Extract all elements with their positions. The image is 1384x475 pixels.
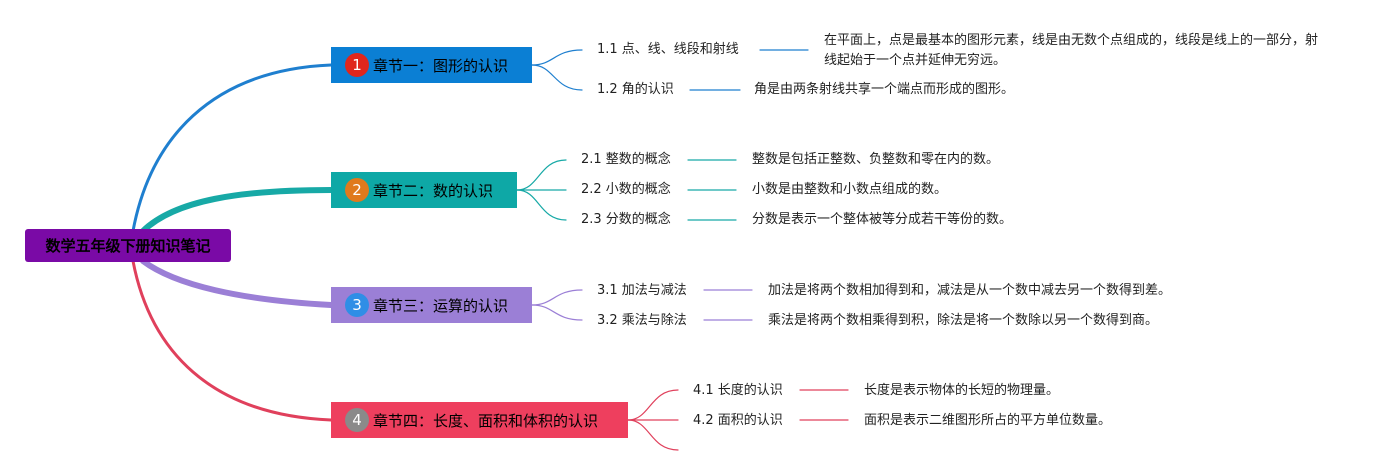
topic-2-1-description: 整数是包括正整数、负整数和零在内的数。 — [752, 152, 1000, 167]
topic-connector — [516, 189, 567, 221]
chapter-connector-3 — [140, 258, 334, 308]
chapter-number-badge: 1 — [345, 53, 369, 77]
root-title: 数学五年级下册知识笔记 — [45, 237, 211, 255]
topic-1-1-description: 在平面上，点是最基本的图形元素，线是由无数个点组成的，线段是线上的一部分，射线起… — [824, 33, 1319, 68]
topic-connector — [516, 159, 567, 191]
topic-3-1[interactable]: 3.1 加法与减法 — [597, 283, 687, 298]
chapter-title: 章节三：运算的认识 — [373, 296, 509, 315]
topic-connector — [531, 289, 583, 306]
chapter-number-badge: 3 — [345, 293, 369, 317]
topic-4-2-description: 面积是表示二维图形所占的平方单位数量。 — [864, 413, 1112, 428]
topic-2-2-description: 小数是由整数和小数点组成的数。 — [752, 182, 948, 197]
topic-2-3-description: 分数是表示一个整体被等分成若干等份的数。 — [752, 212, 1013, 227]
topic-3-1-description: 加法是将两个数相加得到和，减法是从一个数中减去另一个数得到差。 — [768, 283, 1172, 298]
topic-connector — [531, 304, 583, 321]
topic-2-3[interactable]: 2.3 分数的概念 — [581, 212, 671, 227]
topic-2-1[interactable]: 2.1 整数的概念 — [581, 152, 671, 167]
chapter-title: 章节四：长度、面积和体积的认识 — [373, 411, 599, 430]
topic-1-1[interactable]: 1.1 点、线、线段和射线 — [597, 42, 739, 57]
topic-2-2[interactable]: 2.2 小数的概念 — [581, 182, 671, 197]
topic-3-2[interactable]: 3.2 乘法与除法 — [597, 313, 687, 328]
topic-connector — [531, 49, 583, 66]
chapter-connector-4 — [131, 259, 333, 422]
topic-3-2-description: 乘法是将两个数相乘得到积，除法是将一个数除以另一个数得到商。 — [768, 313, 1159, 328]
topic-4-1[interactable]: 4.1 长度的认识 — [693, 383, 783, 398]
topic-connector — [627, 419, 679, 451]
topic-connector — [627, 389, 679, 421]
chapter-title: 章节二：数的认识 — [373, 181, 494, 200]
topic-4-1-description: 长度是表示物体的长短的物理量。 — [864, 383, 1060, 398]
chapter-connector-2 — [140, 187, 334, 234]
topic-connector — [531, 64, 583, 91]
chapter-number-badge: 4 — [345, 408, 369, 432]
chapter-node-2[interactable]: 2 章节二：数的认识 — [331, 172, 517, 208]
chapter-number-badge: 2 — [345, 178, 369, 202]
root-node[interactable]: 数学五年级下册知识笔记 — [25, 229, 231, 262]
topic-4-2[interactable]: 4.2 面积的认识 — [693, 413, 783, 428]
chapter-node-1[interactable]: 1 章节一：图形的认识 — [331, 47, 532, 83]
chapter-connector-1 — [131, 63, 333, 233]
chapter-node-4[interactable]: 4 章节四：长度、面积和体积的认识 — [331, 402, 628, 438]
chapter-title: 章节一：图形的认识 — [373, 56, 509, 75]
topic-1-2[interactable]: 1.2 角的认识 — [597, 82, 674, 97]
topic-1-2-description: 角是由两条射线共享一个端点而形成的图形。 — [754, 82, 1015, 97]
chapter-node-3[interactable]: 3 章节三：运算的认识 — [331, 287, 532, 323]
